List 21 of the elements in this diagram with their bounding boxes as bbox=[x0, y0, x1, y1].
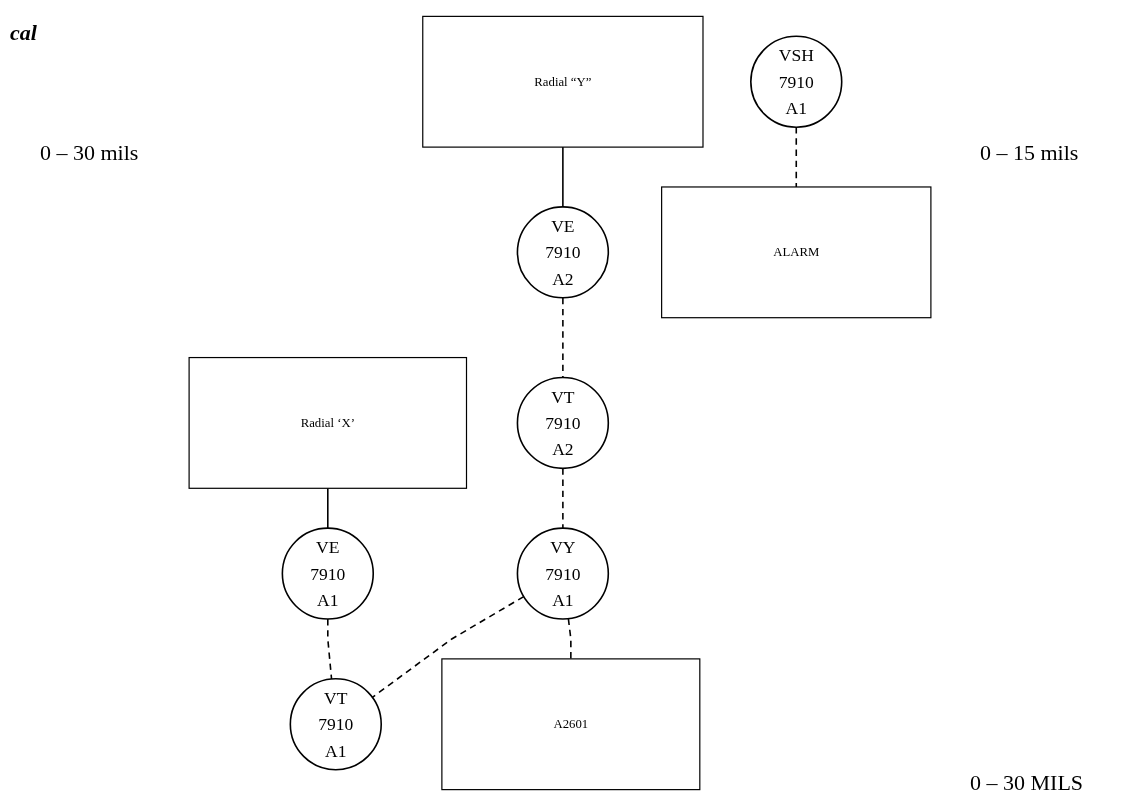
node-box: A2601 bbox=[441, 658, 701, 791]
connector bbox=[567, 617, 572, 660]
connector bbox=[562, 467, 564, 529]
node-circle: VT 7910 A1 bbox=[289, 678, 382, 771]
node-box: ALARM bbox=[661, 186, 932, 319]
range-label: 0 – 30 mils bbox=[40, 140, 139, 166]
range-label: 0 – 30 MILS bbox=[970, 770, 1084, 796]
node-circle: VE 7910 A2 bbox=[516, 206, 610, 299]
italic-heading: cal bbox=[10, 20, 37, 46]
node-circle: VE 7910 A1 bbox=[281, 527, 375, 620]
node-circle: VY 7910 A1 bbox=[516, 527, 610, 620]
connector bbox=[327, 487, 329, 529]
connector bbox=[327, 618, 333, 680]
range-label: 0 – 15 mils bbox=[980, 140, 1079, 166]
node-circle: VSH 7910 A1 bbox=[750, 35, 843, 128]
node-box: Radial “Y” bbox=[422, 15, 704, 148]
node-circle: VT 7910 A2 bbox=[516, 376, 610, 470]
connector bbox=[562, 146, 564, 208]
connector bbox=[371, 595, 525, 699]
node-box: Radial ‘X’ bbox=[188, 356, 468, 489]
connector bbox=[795, 126, 798, 188]
